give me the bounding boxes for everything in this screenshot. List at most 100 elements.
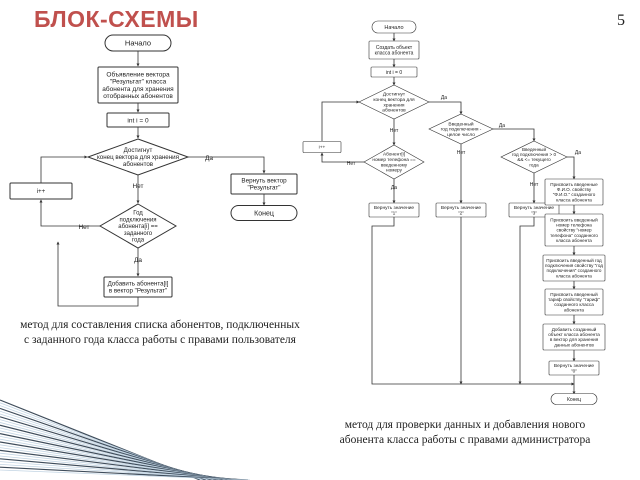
- left-edge: [188, 156, 266, 174]
- ribbon-stripe: [0, 469, 251, 480]
- right-node-init-i-text: int i = 0: [386, 70, 402, 76]
- right-node-check-integer-text: Введенный: [448, 120, 473, 127]
- right-node-assign-year-text: класса абонента: [556, 273, 592, 278]
- right-node-assign-year-text: Присвоить введенный год: [546, 257, 602, 263]
- left-process-shape: [103, 276, 173, 298]
- left-node-start: Начало: [104, 34, 172, 52]
- left-node-add-abonent: Добавить абонента[i]в вектор "Результат": [103, 276, 173, 298]
- right-process-shape: [435, 202, 487, 218]
- left-process-shape: [97, 66, 179, 104]
- right-process-shape: [508, 202, 560, 218]
- right-edge: [518, 217, 535, 385]
- caption-right: метод для проверки данных и добавления н…: [339, 419, 591, 446]
- right-node-assign-phone-text: свойству "номер: [556, 227, 592, 233]
- right-node-assign-phone-text: Присвоить введенный: [550, 216, 598, 222]
- right-node-assign-fio-text: Ф.И.О. свойству: [557, 186, 592, 192]
- right-node-check-integer-text: год подключения -: [441, 128, 482, 133]
- right-process-shape: [542, 323, 606, 351]
- left-node-check-end-text: абонентов: [123, 161, 154, 168]
- left-decision-shape: [86, 138, 190, 176]
- right-edge: [493, 128, 536, 142]
- left-node-increment-text: i++: [37, 188, 46, 195]
- right-node-assign-year-text: подключения свойству "год: [545, 262, 603, 268]
- right-edge-label-yes: Да: [575, 150, 581, 156]
- right-node-check-phone-text: введенному: [381, 162, 408, 167]
- right-node-return-0-text: Вернуть значение: [554, 363, 595, 369]
- right-node-assign-phone-text: номер телефона: [556, 222, 592, 227]
- left-node-end: Конец: [230, 205, 298, 221]
- right-process-shape: [368, 202, 420, 218]
- right-edge-label-yes: Да: [441, 95, 447, 101]
- right-node-return-0-text: "0": [571, 368, 577, 374]
- right-node-add-object-text: Добавить созданный: [552, 326, 597, 332]
- left-node-check-year-text: подключения: [120, 217, 157, 223]
- right-process-shape: [302, 141, 342, 153]
- left-edge: [39, 199, 100, 227]
- right-edge-label-yes: Да: [499, 123, 505, 129]
- right-node-assign-fio-text: "Ф.И.О." созданного: [553, 192, 596, 197]
- left-process-shape: [9, 182, 73, 200]
- right-node-return-1-text: Вернуть значение: [374, 205, 415, 211]
- slide-title: БЛОК-СХЕМЫ: [34, 6, 199, 32]
- right-node-return-0: Вернуть значение"0": [548, 360, 600, 376]
- right-node-create-object-text: Создать объект: [376, 45, 413, 51]
- left-node-add-abonent-text: в вектор "Результат": [109, 288, 167, 295]
- right-node-check-year-range-text: года: [529, 162, 539, 167]
- right-decision-shape: [363, 144, 425, 180]
- right-node-start: Начало: [371, 20, 417, 34]
- right-decision-shape: [358, 84, 430, 120]
- right-node-return-3: Вернуть значение"3": [508, 202, 560, 218]
- right-edge: [321, 100, 360, 141]
- right-node-start-text: Начало: [384, 25, 403, 31]
- right-node-end-text: Конец: [567, 397, 581, 403]
- left-terminal-shape: [230, 205, 298, 221]
- right-node-assign-fio-text: Присвоить введенные: [550, 182, 598, 187]
- right-node-check-phone-text: Абонент[i]: [383, 152, 405, 157]
- right-terminal-shape: [371, 20, 417, 34]
- right-node-assign-phone-text: класса абонента: [556, 238, 592, 243]
- left-node-check-end-text: Достигнут: [124, 147, 153, 154]
- left-edge-label-yes: Да: [205, 155, 213, 162]
- left-node-declare-vector: Объявление вектора"Результат" классаабон…: [97, 66, 179, 104]
- right-process-shape: [548, 360, 600, 376]
- right-node-assign-year-text: подключения" созданного: [546, 268, 601, 273]
- right-process-shape: [544, 178, 604, 206]
- left-process-shape: [106, 112, 170, 128]
- right-node-return-1-text: "1": [391, 210, 397, 216]
- right-node-assign-tariff-text: абонента: [564, 307, 584, 312]
- right-node-check-phone: Абонент[i]номер телефона ==введенномуном…: [363, 144, 425, 180]
- left-process-shape: [230, 173, 298, 195]
- right-node-return-2-text: "2": [458, 210, 464, 216]
- left-terminal-shape: [104, 34, 172, 52]
- right-node-check-end-text: абонентов: [382, 108, 406, 114]
- left-node-declare-vector-text: отобранных абонентов: [103, 92, 173, 100]
- right-edge: [320, 152, 364, 163]
- right-node-init-i: int i = 0: [370, 66, 418, 78]
- right-node-assign-phone-text: телефона" созданного: [550, 233, 598, 238]
- right-terminal-shape: [550, 393, 598, 405]
- right-node-add-object-text: в вектор для хранения: [550, 337, 599, 342]
- left-node-end-text: Конец: [254, 210, 274, 217]
- left-node-return-result: Вернуть вектор"Результат": [230, 173, 298, 195]
- right-node-return-3-text: "3": [531, 210, 537, 216]
- right-edge-label-no: Нет: [530, 182, 539, 188]
- left-node-add-abonent-text: Добавить абонента[i]: [108, 281, 169, 288]
- left-node-init-i-text: int i = 0: [127, 117, 149, 124]
- right-node-assign-tariff-text: Присвоить введенный: [550, 291, 598, 297]
- right-node-check-phone-text: номеру: [386, 168, 403, 173]
- left-node-check-year-text: Год: [133, 211, 143, 217]
- left-node-start-text: Начало: [125, 39, 151, 48]
- right-edge-label-no: Нет: [390, 128, 399, 134]
- right-node-check-end-text: конец вектора для: [373, 98, 415, 103]
- left-node-return-result-text: Вернуть вектор: [241, 178, 287, 185]
